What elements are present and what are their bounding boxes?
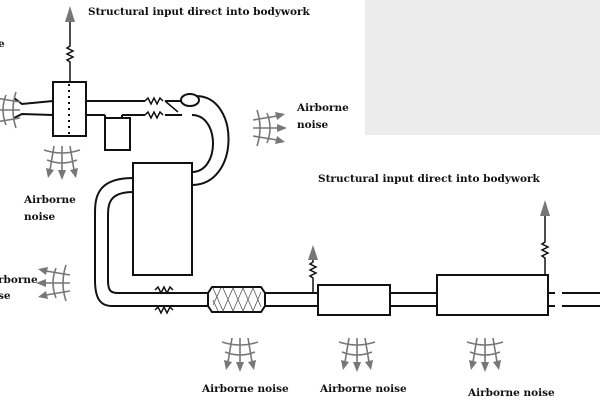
airborne-noise-arrows-icon — [36, 264, 71, 302]
middle-muffler — [317, 284, 391, 316]
intake-manifold — [13, 81, 200, 151]
airborne-noise-arrows-icon — [0, 91, 21, 129]
airborne-noise-arrows-icon — [338, 337, 376, 372]
flex-springs — [154, 285, 174, 315]
label-airborne-left: Airborne — [23, 194, 76, 206]
label-partial-left-2: se — [0, 290, 11, 302]
label-airborne-catalyst: Airborne noise — [201, 383, 289, 395]
airborne-noise-arrows-icon — [43, 145, 81, 180]
label-structural-right: Structural input direct into bodywork — [318, 173, 540, 185]
label-airborne-right: Airborne — [296, 102, 349, 114]
structural-spring-middle — [308, 245, 318, 293]
rear-muffler — [436, 274, 549, 316]
structural-spring-top — [65, 6, 75, 82]
label-airborne-muffler2: Airborne noise — [467, 387, 555, 399]
label-partial-left: rborne — [0, 274, 38, 286]
label-airborne-left-2: noise — [24, 211, 56, 223]
tailpipe — [265, 292, 600, 307]
downpipe — [94, 177, 208, 307]
catalyst — [207, 286, 266, 313]
airborne-noise-arrows-icon — [466, 337, 504, 372]
label-airborne-muffler1: Airborne noise — [319, 383, 407, 395]
label-partial-top-left: e — [0, 38, 5, 50]
structural-spring-rear — [540, 200, 550, 275]
label-structural-top: Structural input direct into bodywork — [88, 6, 310, 18]
airborne-noise-arrows-icon — [252, 109, 287, 147]
label-airborne-right-2: noise — [297, 119, 329, 131]
front-silencer — [132, 162, 193, 276]
overlay-panel — [365, 0, 600, 135]
u-pipe — [191, 95, 230, 186]
airborne-noise-arrows-icon — [221, 337, 259, 372]
